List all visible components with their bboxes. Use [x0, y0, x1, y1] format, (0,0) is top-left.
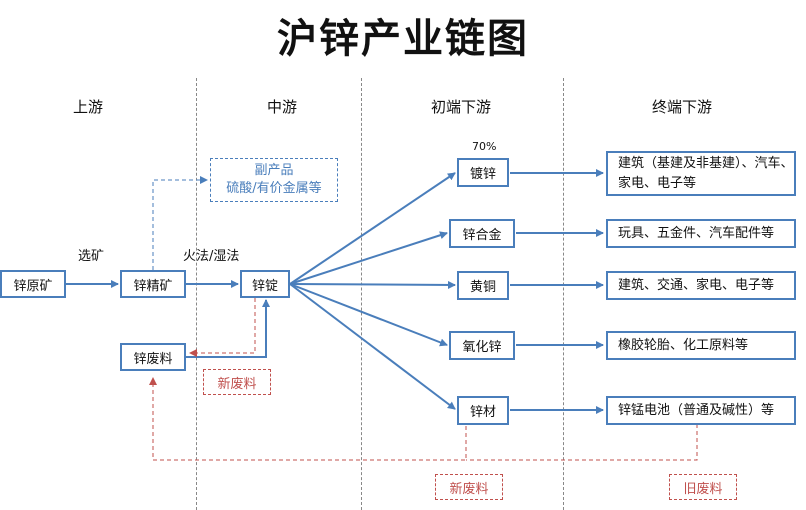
- end-use-material: 锌锰电池（普通及碱性）等: [606, 396, 796, 425]
- end-use-oxide: 橡胶轮胎、化工原料等: [606, 331, 796, 360]
- node-zinc-scrap: 锌废料: [120, 343, 186, 371]
- byproduct-box: 副产品 硫酸/有价金属等: [210, 158, 338, 202]
- new-scrap-mid-box: 新废料: [203, 369, 271, 395]
- stage-midstream: 中游: [266, 98, 297, 116]
- end-use-alloy: 玩具、五金件、汽车配件等: [606, 219, 796, 248]
- page-title: 沪锌产业链图: [277, 16, 529, 62]
- arrow-concentrate-to-byproduct: [152, 176, 208, 270]
- end-use-brass: 建筑、交通、家电、电子等: [606, 271, 796, 300]
- node-zinc-alloy: 锌合金: [449, 219, 515, 248]
- arrow-ingot-to-galvanizing: [289, 172, 456, 285]
- node-zinc-oxide: 氧化锌: [449, 331, 515, 360]
- node-brass: 黄铜: [457, 271, 509, 300]
- node-zinc-material: 锌材: [457, 396, 509, 425]
- arrow-old-scrap-return: [466, 424, 698, 461]
- arrow-ingot-to-brass: [289, 280, 456, 289]
- arrow-ingot-to-oxide: [289, 283, 448, 347]
- arrow-new-scrap-mid: [189, 298, 256, 357]
- node-galvanizing: 镀锌: [457, 158, 509, 187]
- node-zinc-ore: 锌原矿: [0, 270, 66, 298]
- byproduct-detail: 硫酸/有价金属等: [226, 181, 322, 196]
- stage-divider: [361, 78, 362, 510]
- label-galvanizing-share: 70%: [472, 140, 497, 153]
- end-use-galvanizing: 建筑（基建及非基建）、汽车、家电、电子等: [606, 151, 796, 196]
- old-scrap-box: 旧废料: [669, 474, 737, 500]
- node-zinc-ingot: 锌锭: [240, 270, 290, 298]
- arrow-scrap-to-ingot: [186, 299, 270, 358]
- arrow-ingot-to-alloy: [289, 231, 448, 285]
- stage-upstream: 上游: [72, 98, 103, 116]
- arrow-ingot-to-material: [289, 283, 456, 410]
- node-zinc-concentrate: 锌精矿: [120, 270, 186, 298]
- label-beneficiation: 选矿: [78, 249, 105, 264]
- new-scrap-down-box: 新废料: [435, 474, 503, 500]
- stage-terminal-downstream: 终端下游: [651, 98, 712, 116]
- stage-divider: [563, 78, 564, 510]
- arrow-scrap-return: [149, 377, 467, 461]
- stage-divider: [196, 78, 197, 510]
- byproduct-title: 副产品: [254, 163, 294, 178]
- label-smelting: 火法/湿法: [183, 249, 240, 264]
- stage-initial-downstream: 初端下游: [430, 98, 491, 116]
